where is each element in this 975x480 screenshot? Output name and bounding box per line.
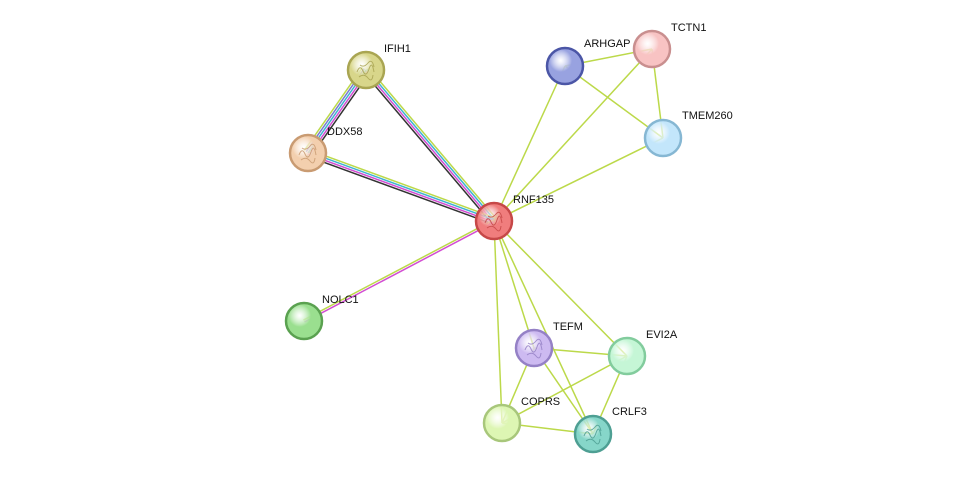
edge-line [303, 219, 494, 321]
node-label-coprs: COPRS [521, 396, 560, 408]
edge-rnf135-arhgap [493, 65, 566, 222]
node-label-rnf135: RNF135 [513, 194, 554, 206]
edge-line [493, 137, 664, 222]
edge-line [307, 153, 494, 223]
edge-rnf135-ifih1 [362, 67, 498, 224]
node-tctn1[interactable] [632, 29, 672, 69]
node-layer [284, 29, 683, 454]
node-circle[interactable] [346, 50, 386, 90]
edge-line [306, 155, 494, 225]
edge-line [493, 220, 628, 357]
edge-rnf135-crlf3 [493, 220, 594, 435]
edge-line [493, 220, 535, 349]
node-nolc1[interactable] [284, 301, 324, 341]
node-circle[interactable] [474, 201, 514, 241]
protein-structure-icon [356, 60, 375, 81]
node-crlf3[interactable] [573, 414, 613, 454]
edge-line [493, 220, 594, 435]
node-circle[interactable] [545, 46, 585, 86]
edge-rnf135-coprs [493, 220, 503, 424]
node-label-tctn1: TCTN1 [671, 22, 706, 34]
node-label-nolc1: NOLC1 [322, 294, 359, 306]
node-ddx58[interactable] [288, 133, 328, 173]
node-label-tmem260: TMEM260 [682, 110, 733, 122]
node-label-ifih1: IFIH1 [384, 43, 411, 55]
edge-line [304, 221, 495, 323]
node-label-evi2a: EVI2A [646, 329, 678, 341]
node-label-tefm: TEFM [553, 321, 583, 333]
edge-line [564, 65, 664, 139]
protein-structure-icon [484, 211, 503, 232]
node-tmem260[interactable] [643, 118, 683, 158]
edge-line [493, 220, 503, 424]
edge-line [367, 67, 498, 220]
edge-line [501, 355, 628, 424]
node-circle[interactable] [607, 336, 647, 376]
node-arhgap[interactable] [545, 46, 585, 86]
node-ifih1[interactable] [346, 50, 386, 90]
edge-rnf135-nolc1 [303, 219, 495, 323]
node-circle[interactable] [482, 403, 522, 443]
node-label-arhgap: ARHGAP [584, 38, 630, 50]
edge-layer [303, 48, 664, 435]
node-circle[interactable] [288, 133, 328, 173]
edge-line [308, 151, 495, 221]
node-circle[interactable] [573, 414, 613, 454]
protein-structure-icon [583, 424, 602, 445]
node-coprs[interactable] [482, 403, 522, 443]
protein-structure-icon [298, 143, 317, 164]
edge-rnf135-tmem260 [493, 137, 664, 222]
node-circle[interactable] [284, 301, 324, 341]
node-evi2a[interactable] [607, 336, 647, 376]
edge-line [493, 48, 653, 222]
edge-line [308, 149, 496, 219]
node-rnf135[interactable] [474, 201, 514, 241]
edge-line [366, 68, 496, 221]
edge-line [362, 71, 493, 224]
protein-structure-icon [524, 338, 543, 359]
edge-rnf135-evi2a [493, 220, 628, 357]
edge-evi2a-coprs [501, 355, 628, 424]
edge-line [364, 70, 494, 223]
edge-rnf135-ddx58 [306, 149, 496, 225]
edge-rnf135-tctn1 [493, 48, 653, 222]
edge-line [493, 65, 566, 222]
node-tefm[interactable] [514, 328, 554, 368]
edge-rnf135-tefm [493, 220, 535, 349]
node-circle[interactable] [632, 29, 672, 69]
node-label-ddx58: DDX58 [327, 126, 362, 138]
node-label-crlf3: CRLF3 [612, 406, 647, 418]
node-circle[interactable] [643, 118, 683, 158]
edge-arhgap-tmem260 [564, 65, 664, 139]
node-circle[interactable] [514, 328, 554, 368]
